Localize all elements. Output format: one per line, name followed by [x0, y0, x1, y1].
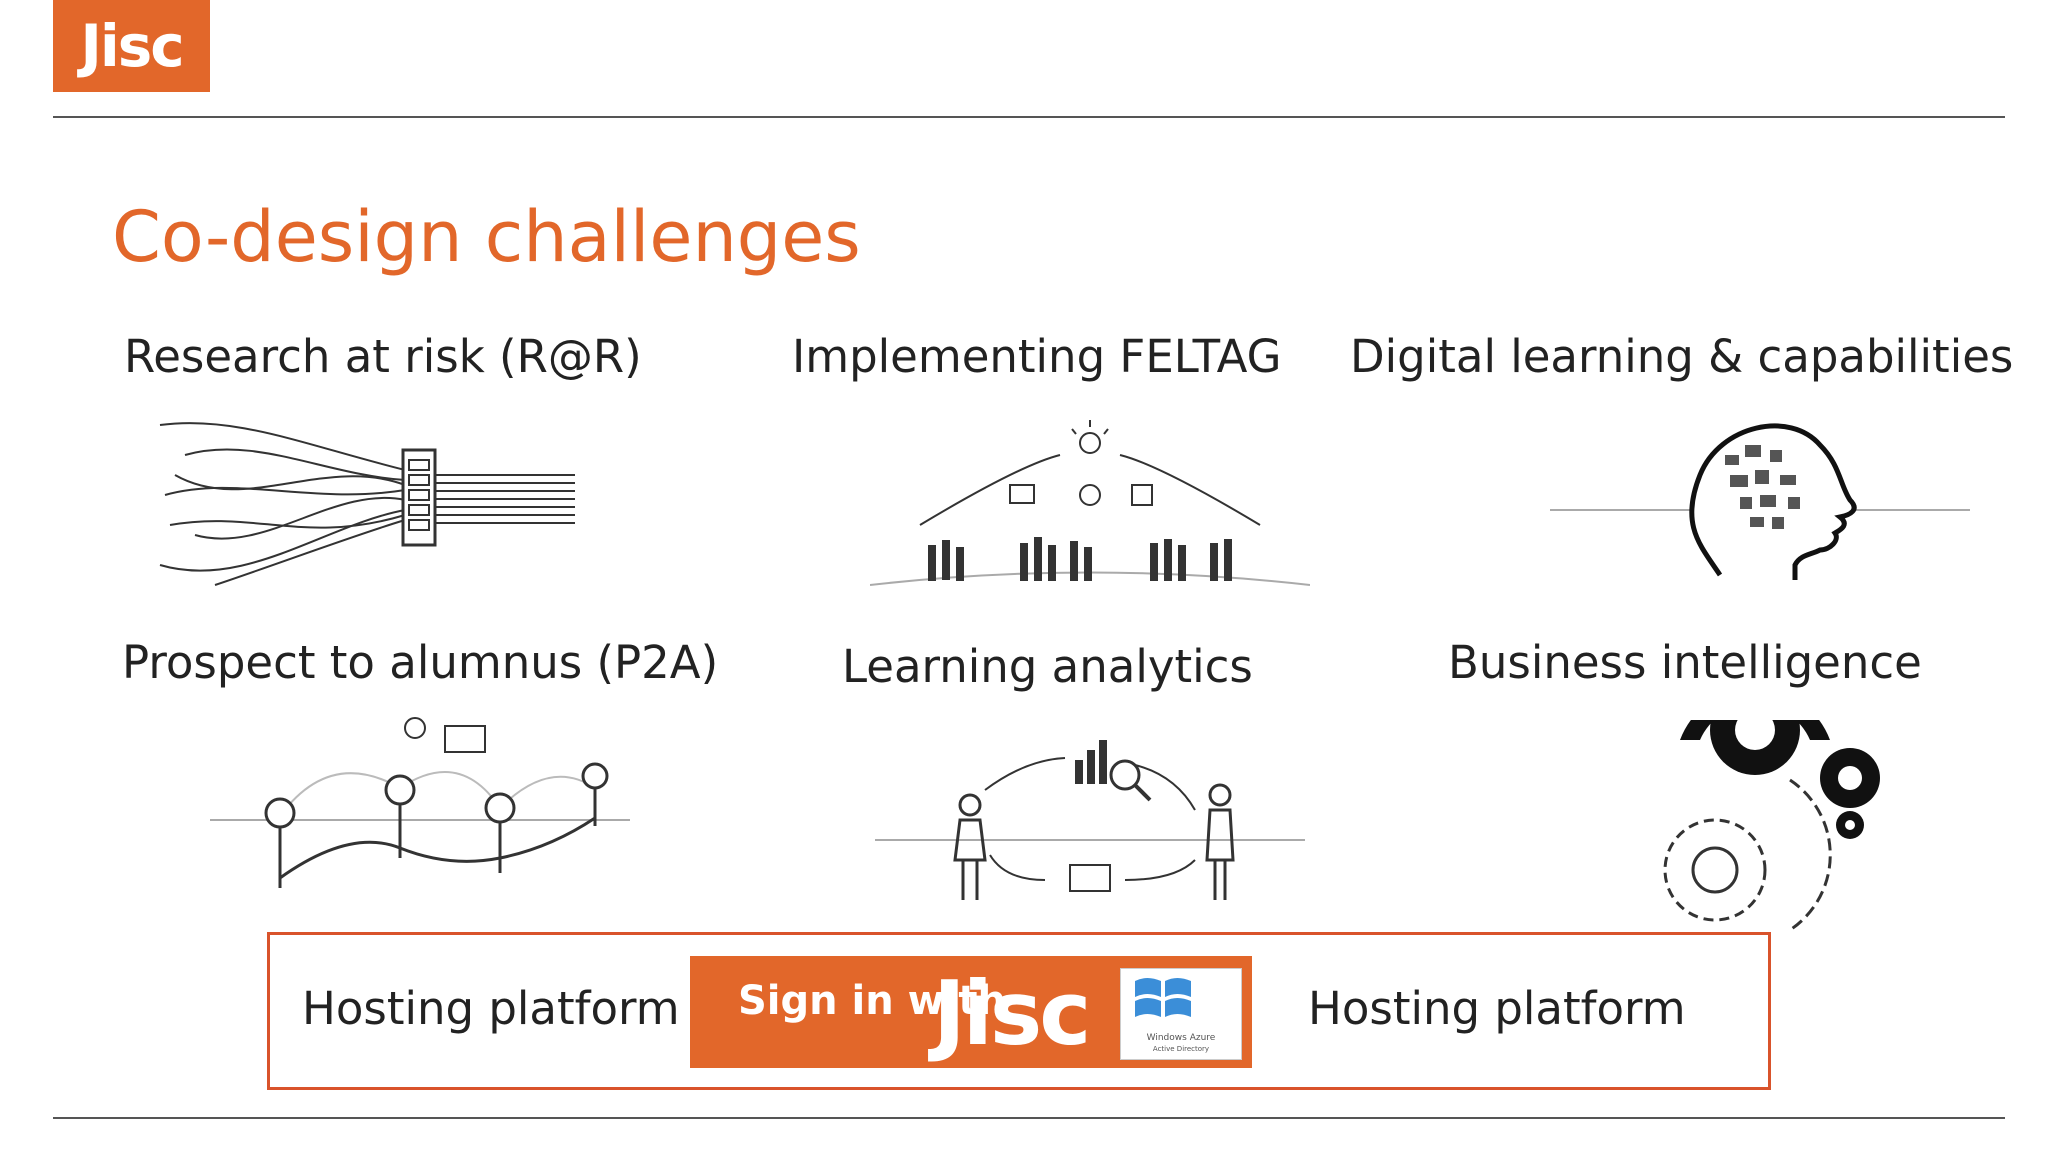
network-funnel-icon [159, 422, 575, 586]
azure-caption-line2: Active Directory [1152, 1045, 1210, 1053]
lightbulb-community-icon [870, 420, 1310, 586]
analytics-cycle-icon [875, 740, 1305, 900]
header-divider [53, 116, 2005, 118]
footer-divider [53, 1117, 2005, 1119]
logo-text: Jisc [80, 12, 184, 80]
challenge-label-business-intelligence: Business intelligence [1448, 636, 1922, 689]
challenge-label-digital-learning: Digital learning & capabilities [1350, 330, 2014, 383]
brain-head-icon [1550, 423, 1970, 580]
gears-icon [1663, 720, 1880, 932]
challenge-label-learning-analytics: Learning analytics [842, 640, 1253, 693]
page-title: Co-design challenges [112, 196, 861, 278]
challenge-label-feltag: Implementing FELTAG [792, 330, 1282, 383]
jisc-logo: Jisc [53, 0, 210, 92]
windows-flag-icon [1135, 978, 1191, 1017]
azure-caption-line1: Windows Azure [1146, 1033, 1216, 1043]
challenge-label-p2a: Prospect to alumnus (P2A) [122, 636, 719, 689]
sign-in-with-jisc-button[interactable]: Sign in with Jisc Windows Azure Active D… [690, 956, 1252, 1068]
challenge-label-research-at-risk: Research at risk (R@R) [124, 330, 642, 383]
windows-azure-logo: Windows Azure Active Directory [1120, 968, 1242, 1060]
journey-markers-icon [210, 717, 630, 888]
signin-brand: Jisc [933, 962, 1091, 1065]
hosting-platform-label-right: Hosting platform [1308, 982, 1686, 1035]
signin-prefix: Sign in with [738, 978, 1006, 1024]
hosting-platform-label-left: Hosting platform [302, 982, 680, 1035]
